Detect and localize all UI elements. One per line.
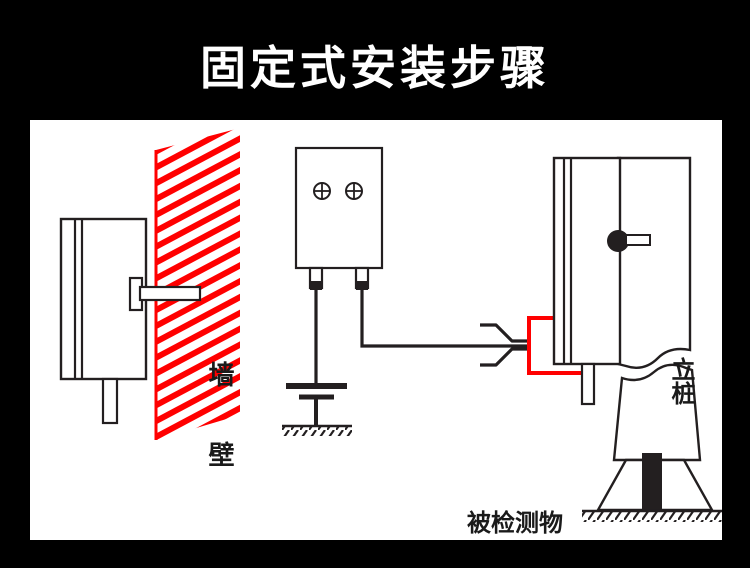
post-lower [612,363,702,462]
diagram-panel: 墙 壁 立桩 被检测物 接地桩 （可使用变颈端子） 山东睿英安防科技有限公司 s… [30,120,722,540]
middle-controller-figure [282,146,586,436]
cable-gland-left [308,266,324,290]
post-device-body [552,156,622,366]
post-upper [616,156,692,369]
wall-device-cable-stub [101,377,119,425]
right-post-mount-figure [552,156,722,522]
wall-mount-bracket [128,276,202,312]
signal-cable [360,290,460,348]
post-foundation [582,453,722,522]
post-device-cable-stub [580,362,596,406]
controller-enclosure [294,146,384,270]
label-wall-char-2: 壁 [204,441,234,467]
post-mount-knob [607,230,651,252]
clamp-connector [460,323,530,367]
installation-diagram [59,128,722,522]
label-wall-char-1: 墙 [204,361,234,387]
label-target-object: 被检测物 [467,509,563,537]
left-wall-mount-figure [59,128,240,440]
label-post: 立桩 [667,357,695,405]
earth-electrode-symbol [282,383,352,436]
screw-terminal-right-icon [345,182,363,200]
cable-gland-right [354,266,370,290]
wall-slab [154,128,240,440]
page-title: 固定式安装步骤 [200,41,550,95]
screw-terminal-left-icon [313,182,331,200]
